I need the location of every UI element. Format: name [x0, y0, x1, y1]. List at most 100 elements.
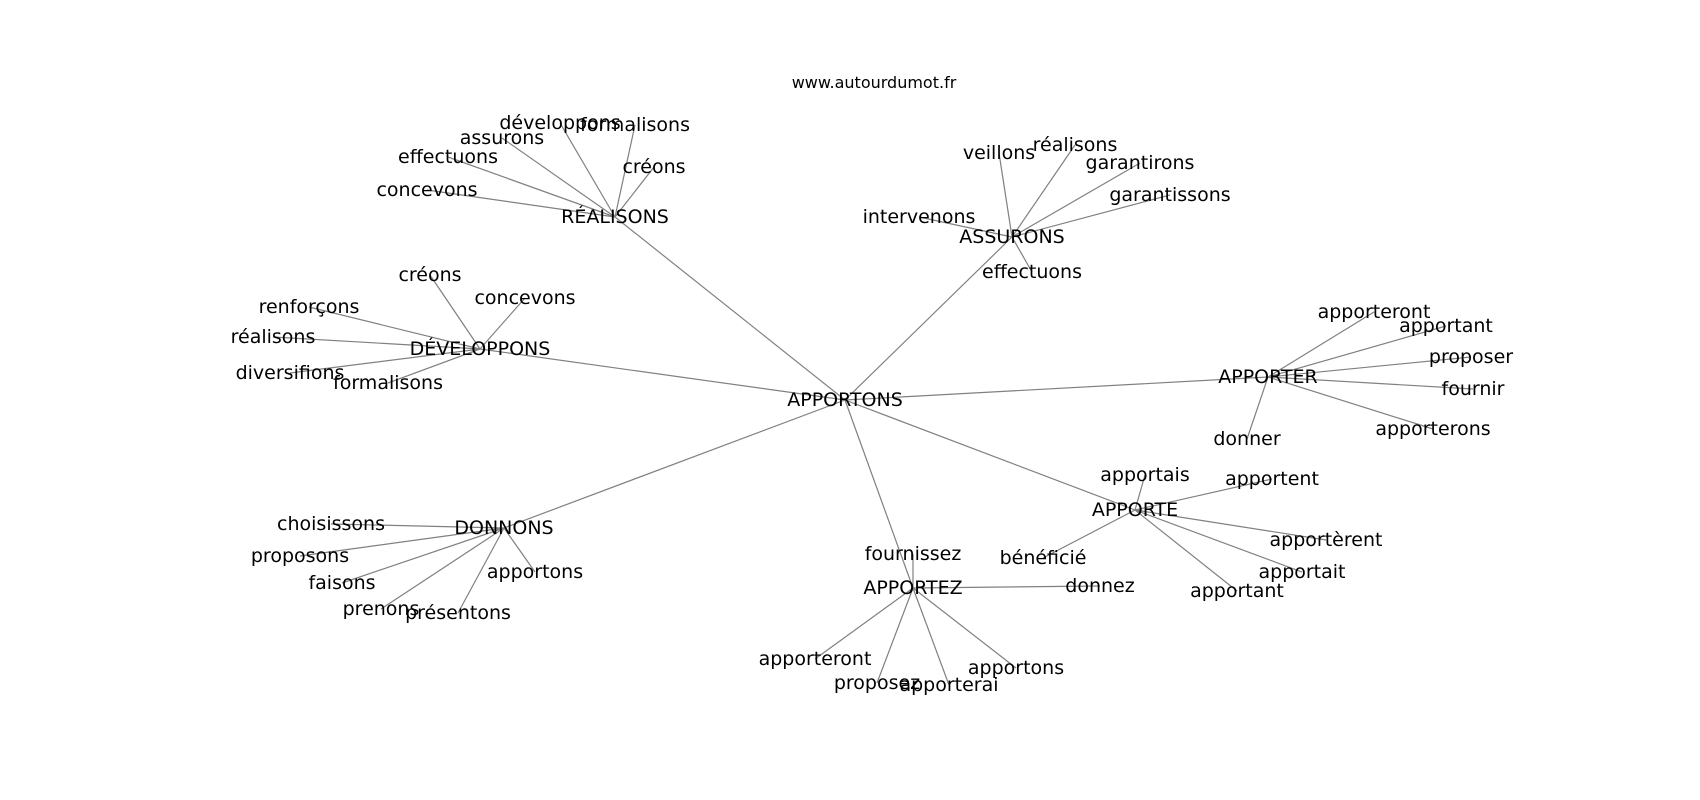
node-leaf-apportant[interactable]: apportant: [1190, 580, 1284, 602]
edge-realisons-to-assurons: [501, 137, 616, 218]
node-leaf-apporterent[interactable]: apportèrent: [1270, 529, 1383, 551]
node-hub-developpons[interactable]: DÉVELOPPONS: [410, 337, 551, 360]
edge-developpons-to-diversifions: [289, 348, 481, 374]
graph-labels: APPORTONSRÉALISONSdévelopponsformalisons…: [231, 112, 1514, 696]
edge-apporte-to-apportent: [1134, 478, 1273, 511]
node-leaf-apporterai[interactable]: apporterai: [899, 674, 998, 696]
edge-center-to-apporte: [844, 399, 1136, 511]
node-leaf-developpons[interactable]: développons: [499, 112, 620, 134]
node-hub-apportez[interactable]: APPORTEZ: [863, 577, 962, 599]
edge-center-to-assurons: [844, 236, 1013, 401]
node-leaf-apporteront[interactable]: apporteront: [1318, 301, 1431, 323]
node-leaf-apportons[interactable]: apportons: [487, 561, 583, 583]
node-leaf-presentons[interactable]: présentons: [405, 602, 511, 624]
node-leaf-donner[interactable]: donner: [1213, 428, 1280, 450]
edge-realisons-to-formalisons: [614, 124, 636, 218]
edge-donnons-to-proposons: [299, 527, 505, 557]
node-center-apportons[interactable]: APPORTONS: [787, 389, 903, 411]
node-leaf-intervenons[interactable]: intervenons: [863, 206, 976, 228]
node-leaf-fournissez[interactable]: fournissez: [865, 543, 962, 565]
edge-apporter-to-apportant: [1267, 325, 1447, 378]
node-leaf-donnez[interactable]: donnez: [1065, 575, 1134, 597]
node-hub-assurons[interactable]: ASSURONS: [959, 226, 1064, 248]
edge-apporte-to-beneficie: [1042, 509, 1136, 559]
node-leaf-apportons[interactable]: apportons: [968, 657, 1064, 679]
node-leaf-veillons[interactable]: veillons: [963, 142, 1035, 164]
edge-apportez-to-apportons: [912, 587, 1017, 669]
edge-center-to-apporter: [844, 376, 1269, 401]
edge-apporte-to-apportait: [1134, 509, 1303, 573]
edge-developpons-to-realisons: [272, 336, 481, 350]
node-leaf-proposez[interactable]: proposez: [834, 672, 920, 694]
node-hub-donnons[interactable]: DONNONS: [454, 517, 553, 539]
edge-apporter-to-apporteront: [1267, 311, 1375, 378]
edge-donnons-to-presentons: [457, 527, 505, 614]
edge-apporte-to-apportant: [1134, 509, 1238, 592]
node-leaf-apporteront[interactable]: apporteront: [759, 648, 872, 670]
edge-developpons-to-renforcons: [308, 306, 481, 350]
edge-apporter-to-fournir: [1267, 376, 1474, 390]
edge-assurons-to-intervenons: [918, 216, 1013, 238]
node-leaf-creons[interactable]: créons: [398, 264, 461, 286]
node-leaf-apportait[interactable]: apportait: [1258, 561, 1345, 583]
node-leaf-proposer[interactable]: proposer: [1429, 346, 1513, 368]
edge-assurons-to-veillons: [998, 152, 1013, 238]
node-leaf-formalisons[interactable]: formalisons: [333, 372, 443, 394]
edge-developpons-to-creons: [429, 274, 481, 350]
edge-center-to-apportez: [844, 399, 914, 589]
node-leaf-effectuons[interactable]: effectuons: [398, 146, 498, 168]
source-url-label: www.autourdumot.fr: [792, 73, 957, 92]
edge-assurons-to-realisons: [1011, 144, 1076, 238]
node-hub-apporte[interactable]: APPORTE: [1092, 499, 1178, 521]
edge-apporter-to-donner: [1246, 376, 1269, 440]
edge-realisons-to-effectuons: [447, 156, 616, 218]
edge-donnons-to-faisons: [341, 527, 505, 584]
node-leaf-fournir[interactable]: fournir: [1442, 378, 1505, 400]
edge-apportez-to-apporterai: [912, 587, 950, 686]
node-leaf-proposons[interactable]: proposons: [251, 545, 349, 567]
node-leaf-renforcons[interactable]: renforçons: [259, 296, 360, 318]
node-leaf-apportant[interactable]: apportant: [1399, 315, 1493, 337]
node-leaf-apportent[interactable]: apportent: [1225, 468, 1319, 490]
edge-realisons-to-concevons: [426, 189, 616, 218]
node-leaf-concevons[interactable]: concevons: [474, 287, 575, 309]
edge-apporte-to-apporterent: [1134, 509, 1327, 541]
node-leaf-concevons[interactable]: concevons: [376, 179, 477, 201]
edge-center-to-developpons: [479, 348, 846, 401]
edge-apportez-to-proposez: [876, 587, 914, 684]
edge-center-to-realisons: [614, 216, 846, 401]
node-leaf-diversifions[interactable]: diversifions: [236, 362, 345, 384]
node-leaf-assurons[interactable]: assurons: [460, 127, 544, 149]
node-leaf-apporterons[interactable]: apporterons: [1375, 418, 1490, 440]
edge-apportez-to-apporteront: [814, 587, 914, 660]
edge-developpons-to-formalisons: [387, 348, 481, 384]
node-hub-apporter[interactable]: APPORTER: [1218, 366, 1318, 388]
node-leaf-effectuons[interactable]: effectuons: [982, 261, 1082, 283]
edge-realisons-to-developpons: [559, 122, 616, 218]
edge-assurons-to-garantissons: [1011, 194, 1171, 238]
node-leaf-garantirons[interactable]: garantirons: [1086, 152, 1195, 174]
node-leaf-faisons[interactable]: faisons: [308, 572, 375, 594]
edge-developpons-to-concevons: [479, 297, 526, 350]
edge-apporter-to-proposer: [1267, 356, 1472, 378]
edge-apporte-to-apportais: [1134, 474, 1146, 511]
node-leaf-choisissons[interactable]: choisissons: [277, 513, 385, 535]
node-leaf-formalisons[interactable]: formalisons: [580, 114, 690, 136]
edge-center-to-donnons: [503, 399, 846, 529]
node-leaf-prenons[interactable]: prenons: [343, 598, 420, 620]
edge-apporter-to-apporterons: [1267, 376, 1434, 430]
edge-apportez-to-donnez: [912, 585, 1101, 589]
node-leaf-realisons[interactable]: réalisons: [231, 326, 316, 348]
edge-assurons-to-garantirons: [1011, 162, 1141, 238]
node-leaf-garantissons[interactable]: garantissons: [1109, 184, 1230, 206]
edge-donnons-to-apportons: [503, 527, 536, 573]
node-hub-realisons[interactable]: RÉALISONS: [561, 205, 669, 228]
edge-realisons-to-creons: [614, 166, 655, 218]
node-leaf-creons[interactable]: créons: [622, 156, 685, 178]
edge-donnons-to-choisissons: [330, 523, 505, 529]
node-leaf-realisons[interactable]: réalisons: [1033, 134, 1118, 156]
node-leaf-beneficie[interactable]: bénéficié: [1000, 547, 1087, 569]
node-leaf-apportais[interactable]: apportais: [1100, 464, 1189, 486]
edge-donnons-to-prenons: [380, 527, 505, 610]
